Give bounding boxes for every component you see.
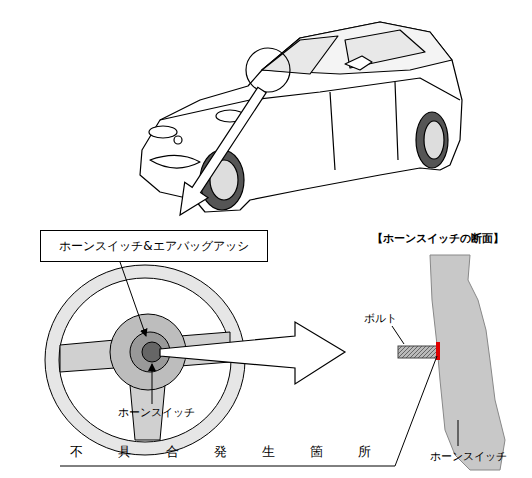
- car-body: [140, 22, 462, 212]
- defect-location-label: 不具合発生箇所: [70, 444, 406, 460]
- leader-line: [120, 262, 146, 336]
- label-box: ホーンスイッチ&エアバッグアッシ: [40, 230, 268, 262]
- headlight: [149, 126, 177, 138]
- part-name: ホーンスイッチ: [118, 406, 195, 419]
- pointer-arrow: [180, 87, 266, 215]
- mirror: [345, 56, 372, 70]
- leader-line: [60, 356, 437, 466]
- hood-line: [160, 78, 460, 120]
- soft-top: [262, 22, 452, 74]
- wheel-spoke: [60, 340, 115, 372]
- part-name: ボルト: [364, 312, 397, 325]
- windshield: [262, 36, 338, 74]
- detail-arrow: [160, 322, 345, 384]
- bolt-symbol: [398, 346, 438, 358]
- leader-line: [392, 326, 404, 344]
- horn-switch-section: [430, 255, 505, 470]
- box-text: ホーンスイッチ&エアバッグアッシ: [59, 238, 248, 255]
- horn-switch: [142, 342, 162, 362]
- section-heading: 【ホーンスイッチの断面】: [372, 232, 504, 245]
- door-line: [330, 82, 398, 170]
- rear-wheel-rim: [424, 121, 444, 159]
- rear-wheel: [416, 112, 448, 168]
- emblem: [174, 136, 182, 144]
- detail-circle: [246, 48, 290, 92]
- leader-line: [152, 364, 153, 404]
- leader-line: [458, 420, 459, 446]
- grille: [150, 155, 200, 168]
- part-name: ホーンスイッチ: [430, 450, 507, 463]
